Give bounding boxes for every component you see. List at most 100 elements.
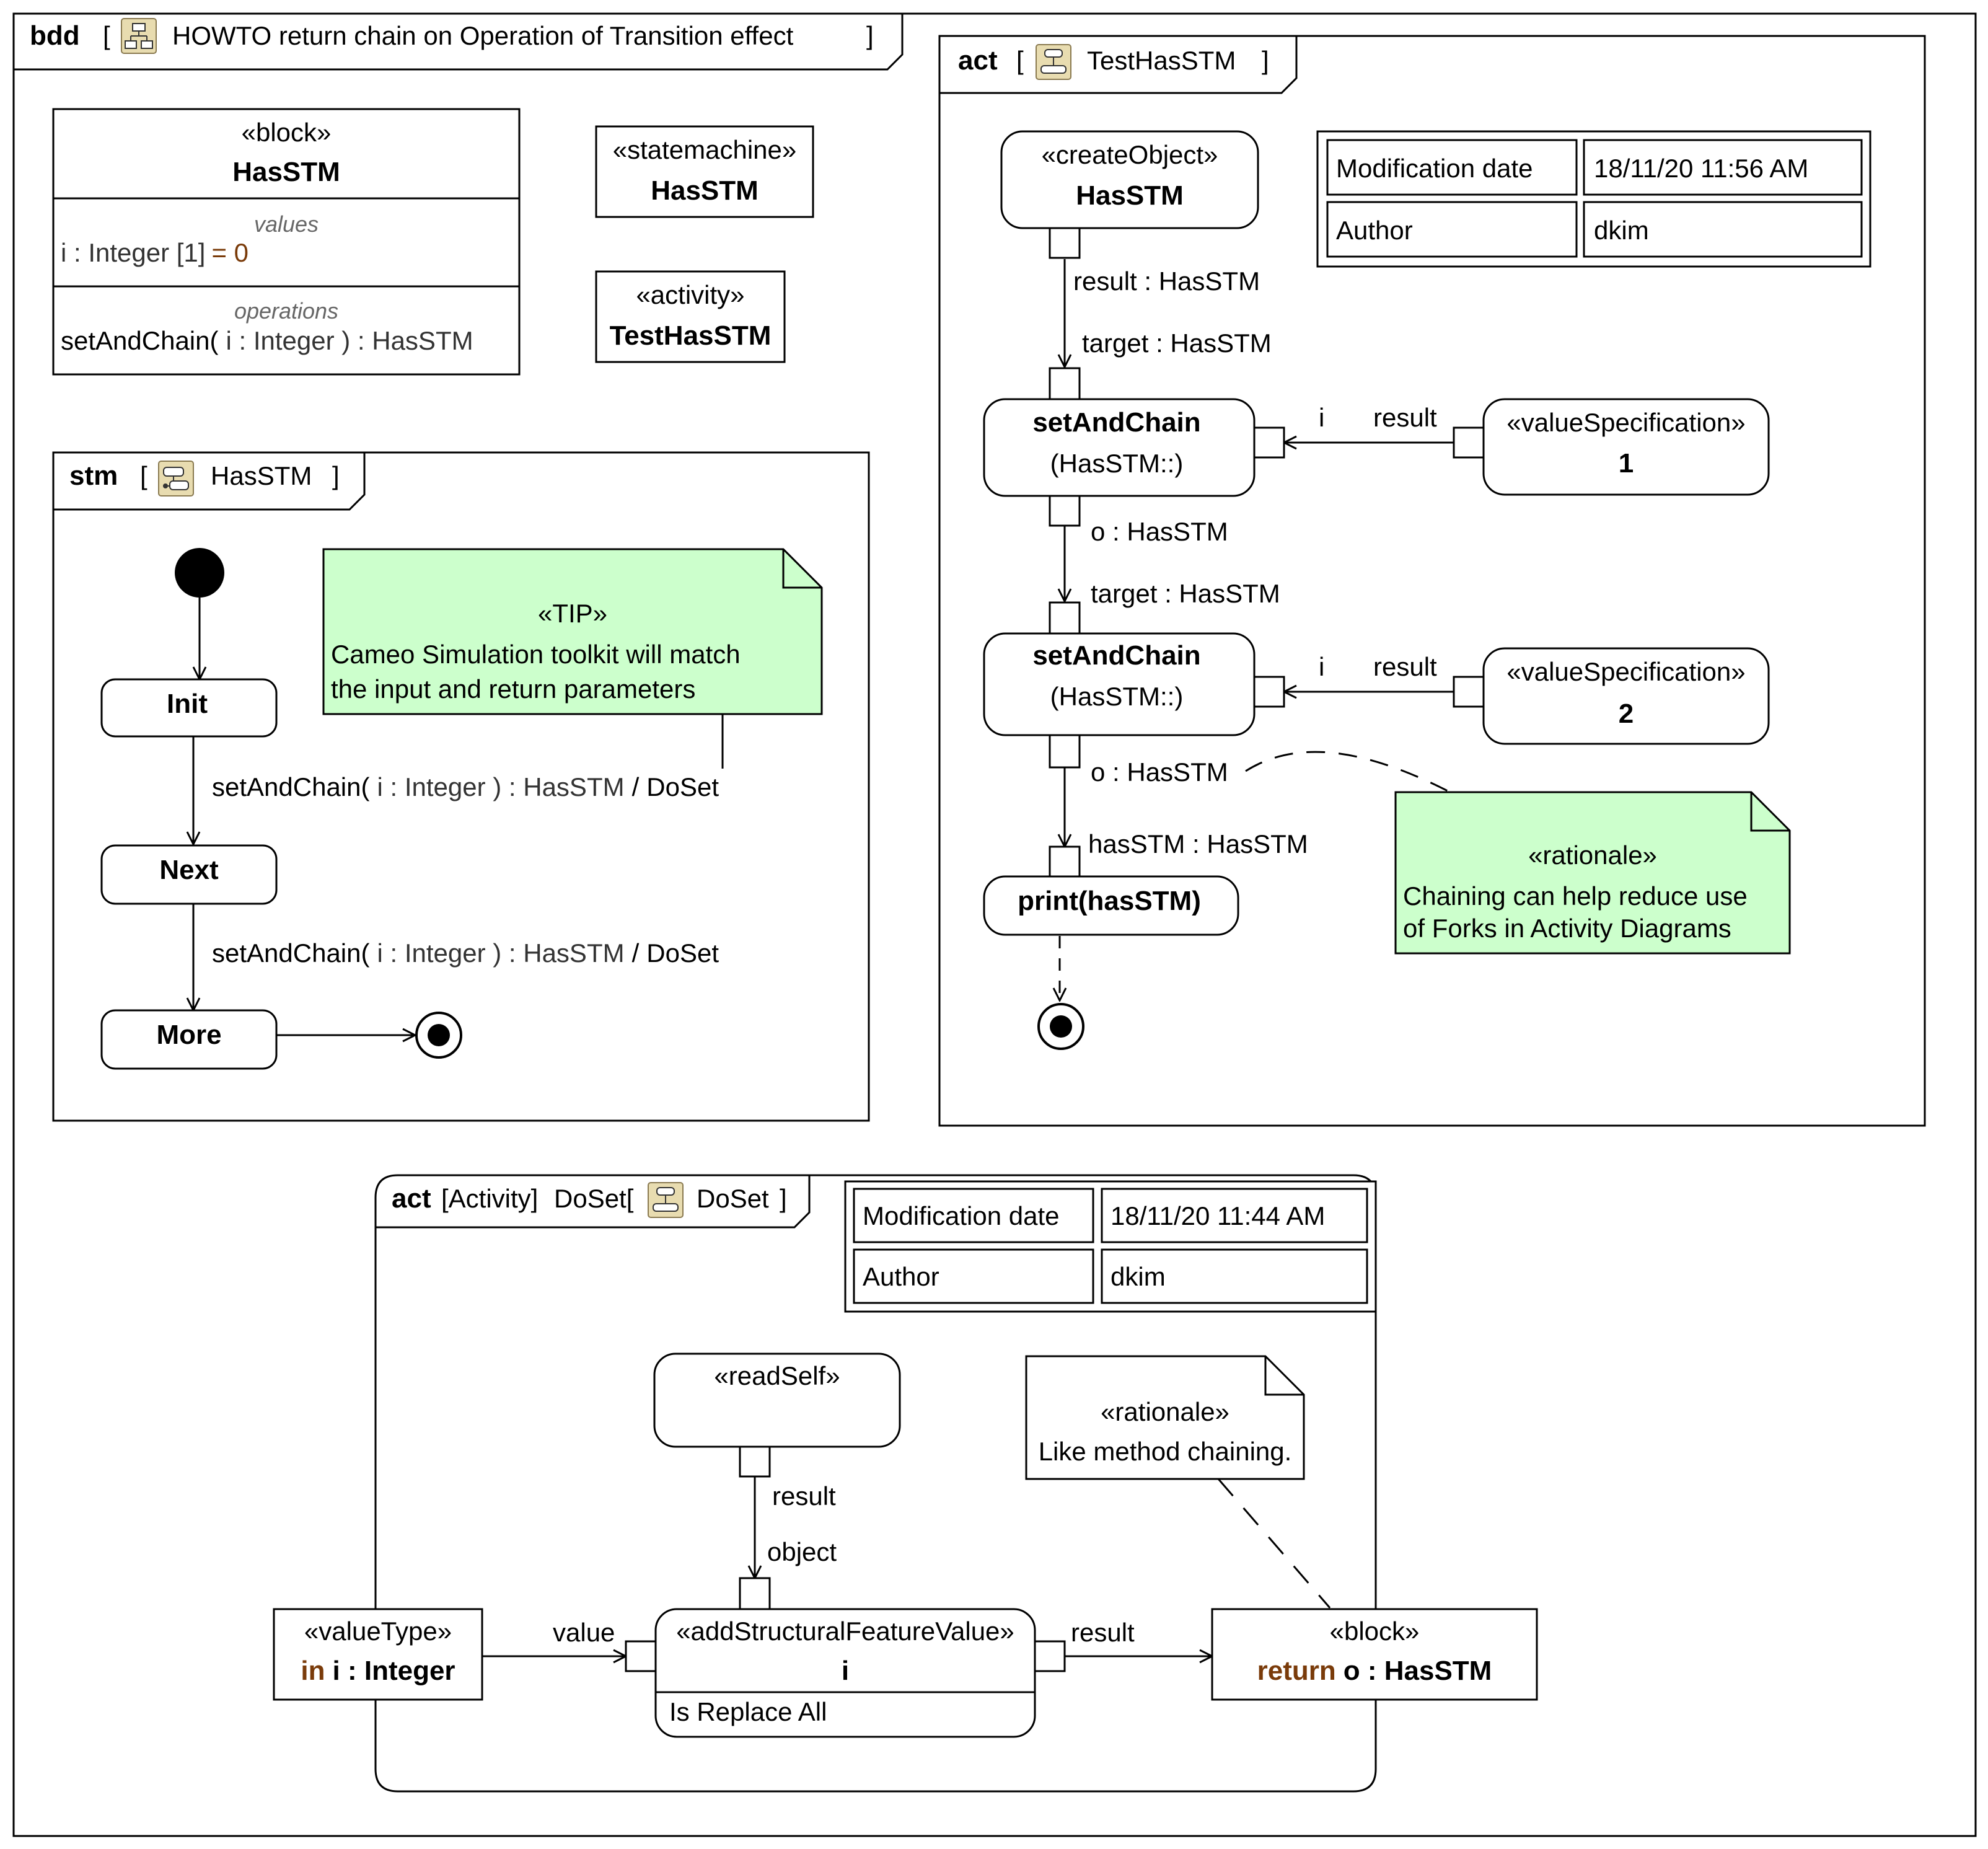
activity-stereotype: «activity» bbox=[636, 280, 744, 309]
act-testhasstm-frame: act [ TestHasSTM ] bbox=[938, 35, 1926, 1127]
createobject-stereotype: «createObject» bbox=[1042, 140, 1218, 169]
act-doset-frame-kind: act bbox=[392, 1183, 431, 1214]
pin-o[interactable] bbox=[1049, 734, 1081, 769]
pin-label-value: value bbox=[553, 1618, 615, 1647]
readself-stereotype: «readSelf» bbox=[714, 1361, 840, 1390]
pin-label-call2-o: o : HasSTM bbox=[1091, 757, 1228, 787]
vs1-value: 1 bbox=[1619, 448, 1634, 479]
pin-i[interactable] bbox=[1253, 426, 1285, 459]
info-table-doset: Modification date 18/11/20 11:44 AM Auth… bbox=[844, 1180, 1377, 1313]
action-addstructuralfeaturevalue[interactable]: «addStructuralFeatureValue» i Is Replace… bbox=[625, 1577, 1066, 1738]
pin-i[interactable] bbox=[1253, 676, 1285, 708]
pin-result[interactable] bbox=[739, 1445, 771, 1478]
activity-final-node[interactable] bbox=[1037, 1003, 1084, 1050]
act-doset-frame-title: DoSet bbox=[697, 1184, 769, 1213]
info-author-label: Author bbox=[1336, 216, 1413, 245]
act-doset-owner: DoSet[ bbox=[554, 1184, 634, 1213]
statemachine-stereotype: «statemachine» bbox=[613, 135, 797, 164]
pin-object[interactable] bbox=[739, 1577, 771, 1610]
transition-label-1[interactable]: setAndChain(i : Integer ) : HasSTM/DoSet bbox=[212, 772, 719, 801]
pin-o[interactable] bbox=[1049, 495, 1081, 527]
state-next[interactable]: Next bbox=[100, 844, 278, 905]
doset-info-mod-label: Modification date bbox=[863, 1201, 1060, 1230]
pin-result[interactable] bbox=[1453, 676, 1485, 708]
rationale-line-2: of Forks in Activity Diagrams bbox=[1403, 914, 1731, 943]
value-specification-2[interactable]: «valueSpecification» 2 bbox=[1453, 647, 1770, 745]
state-more[interactable]: More bbox=[100, 1009, 278, 1070]
rationale-note-chaining[interactable]: «rationale» Chaining can help reduce use… bbox=[1394, 791, 1791, 955]
act-test-frame-title: TestHasSTM bbox=[1087, 46, 1236, 75]
rationale-note-method-chaining[interactable]: «rationale» Like method chaining. bbox=[1025, 1355, 1305, 1480]
addsfv-feature: i bbox=[842, 1656, 849, 1686]
doset-info-author-label: Author bbox=[863, 1262, 939, 1291]
pin-target[interactable] bbox=[1049, 601, 1081, 635]
diagram-icon bbox=[121, 18, 157, 54]
final-state[interactable] bbox=[415, 1012, 462, 1059]
value-specification-1[interactable]: «valueSpecification» 1 bbox=[1453, 398, 1770, 496]
statemachine-icon bbox=[158, 461, 194, 496]
svg-text:]: ] bbox=[1262, 46, 1269, 75]
action-print[interactable]: print(hasSTM) bbox=[983, 845, 1239, 936]
param-out-stereotype: «block» bbox=[1330, 1617, 1420, 1646]
action-createobject[interactable]: «createObject» HasSTM bbox=[1000, 130, 1259, 259]
pin-label-call2-target: target : HasSTM bbox=[1091, 579, 1280, 608]
value-property[interactable]: i : Integer [1]= 0 bbox=[61, 238, 248, 267]
pin-result[interactable] bbox=[1049, 227, 1081, 259]
initial-pseudostate[interactable] bbox=[175, 548, 224, 598]
statemachine-hasstm[interactable]: «statemachine» HasSTM bbox=[595, 125, 814, 218]
state-init[interactable]: Init bbox=[100, 678, 278, 738]
act-doset-qualifier: [Activity] bbox=[441, 1184, 538, 1213]
state-init-label: Init bbox=[167, 689, 208, 719]
pin-label-object: object bbox=[767, 1537, 837, 1566]
act-doset-frame: act [Activity] DoSet[ DoSet ] bbox=[374, 1174, 1377, 1793]
activity-testhasstm[interactable]: «activity» TestHasSTM bbox=[595, 270, 786, 363]
action-setandchain-2[interactable]: setAndChain (HasSTM::) bbox=[983, 601, 1285, 769]
activity-icon bbox=[1036, 44, 1071, 80]
bdd-frame-kind: bdd bbox=[30, 20, 80, 51]
tip-note[interactable]: «TIP» Cameo Simulation toolkit will matc… bbox=[322, 548, 823, 715]
bdd-frame: bdd [ HOWTO return chain on Operation of… bbox=[12, 12, 1977, 1837]
pin-target[interactable] bbox=[1049, 367, 1081, 400]
vs2-value: 2 bbox=[1619, 699, 1634, 729]
createobject-name: HasSTM bbox=[1076, 180, 1184, 211]
block-name: HasSTM bbox=[232, 157, 340, 187]
rationale-stereotype: «rationale» bbox=[1528, 841, 1657, 870]
operations-compartment-header: operations bbox=[234, 298, 338, 324]
pin-result[interactable] bbox=[1453, 426, 1485, 459]
pin-label-print: hasSTM : HasSTM bbox=[1088, 829, 1308, 858]
rationale-anchor bbox=[1217, 1478, 1331, 1608]
info-mod-value: 18/11/20 11:56 AM bbox=[1594, 154, 1808, 183]
svg-text:]: ] bbox=[866, 21, 874, 50]
stm-frame-kind: stm bbox=[69, 461, 118, 491]
pin-label-call1-o: o : HasSTM bbox=[1091, 517, 1228, 546]
pin-result[interactable] bbox=[1034, 1640, 1066, 1672]
rationale-line-1: Chaining can help reduce use bbox=[1403, 881, 1748, 911]
pin-label-readself-result: result bbox=[772, 1481, 836, 1511]
tip-line-1: Cameo Simulation toolkit will match bbox=[331, 640, 741, 669]
transition-label-2[interactable]: setAndChain(i : Integer ) : HasSTM/DoSet bbox=[212, 938, 719, 968]
stm-frame: stm [ HasSTM ] bbox=[52, 451, 870, 1122]
act-test-frame-kind: act bbox=[958, 45, 998, 76]
pin-label-call1-i: i bbox=[1319, 403, 1324, 432]
activity-icon bbox=[648, 1182, 684, 1218]
pin-value[interactable] bbox=[625, 1640, 657, 1672]
pin-label-vs2-result: result bbox=[1373, 652, 1437, 681]
operation-setandchain[interactable]: setAndChain(i : Integer ) : HasSTM bbox=[61, 326, 473, 355]
action-setandchain-1[interactable]: setAndChain (HasSTM::) bbox=[983, 367, 1285, 527]
svg-text:[: [ bbox=[1016, 46, 1024, 75]
block-stereotype: «block» bbox=[242, 118, 332, 147]
svg-text:]: ] bbox=[332, 461, 340, 490]
act-test-flows bbox=[1060, 259, 1454, 1000]
pin-label-call1-target: target : HasSTM bbox=[1082, 329, 1272, 358]
state-more-label: More bbox=[156, 1020, 221, 1050]
stm-transitions bbox=[175, 548, 724, 1035]
addsfv-compartment: Is Replace All bbox=[669, 1697, 827, 1726]
rationale2-stereotype: «rationale» bbox=[1101, 1397, 1229, 1426]
action-readself[interactable]: «readSelf» bbox=[653, 1353, 901, 1478]
block-hasstm[interactable]: «block» HasSTM values i : Integer [1]= 0… bbox=[52, 108, 521, 376]
call2-owner: (HasSTM::) bbox=[1050, 682, 1184, 711]
pin-hasstm[interactable] bbox=[1049, 845, 1081, 878]
